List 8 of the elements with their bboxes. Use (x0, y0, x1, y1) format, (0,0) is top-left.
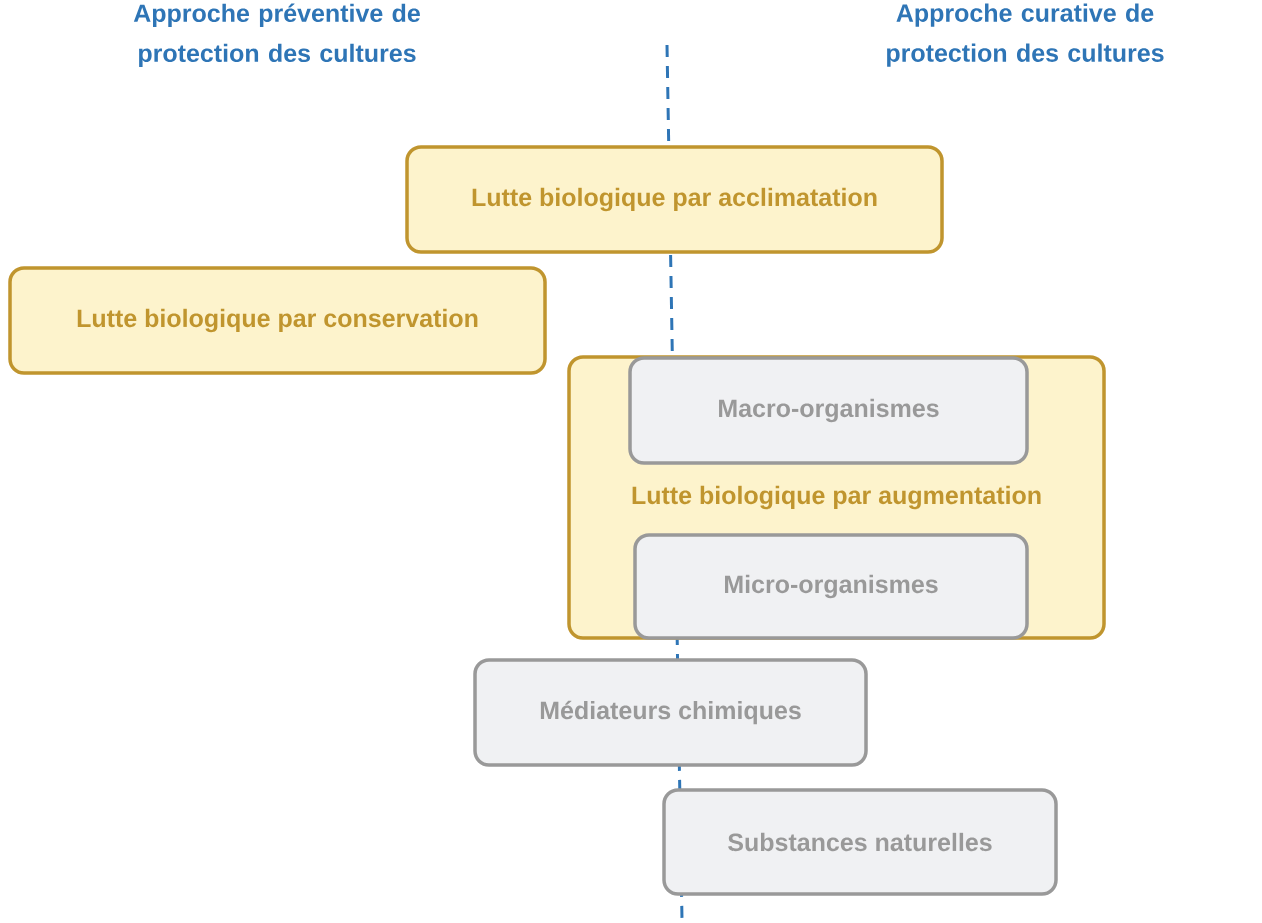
category-box: Lutte biologique par conservation (8, 266, 547, 375)
category-box: Lutte biologique par acclimatation (405, 145, 944, 254)
category-box: Médiateurs chimiques (473, 658, 868, 767)
heading: Approche curative de protection des cultures (887, 3, 1164, 67)
category-box: Micro-organismes (633, 533, 1029, 640)
heading: Approche préventive de protection des cultures (133, 3, 420, 68)
category-box: Substances naturelles (662, 788, 1058, 896)
category-box: Macro-organismes (628, 356, 1029, 465)
